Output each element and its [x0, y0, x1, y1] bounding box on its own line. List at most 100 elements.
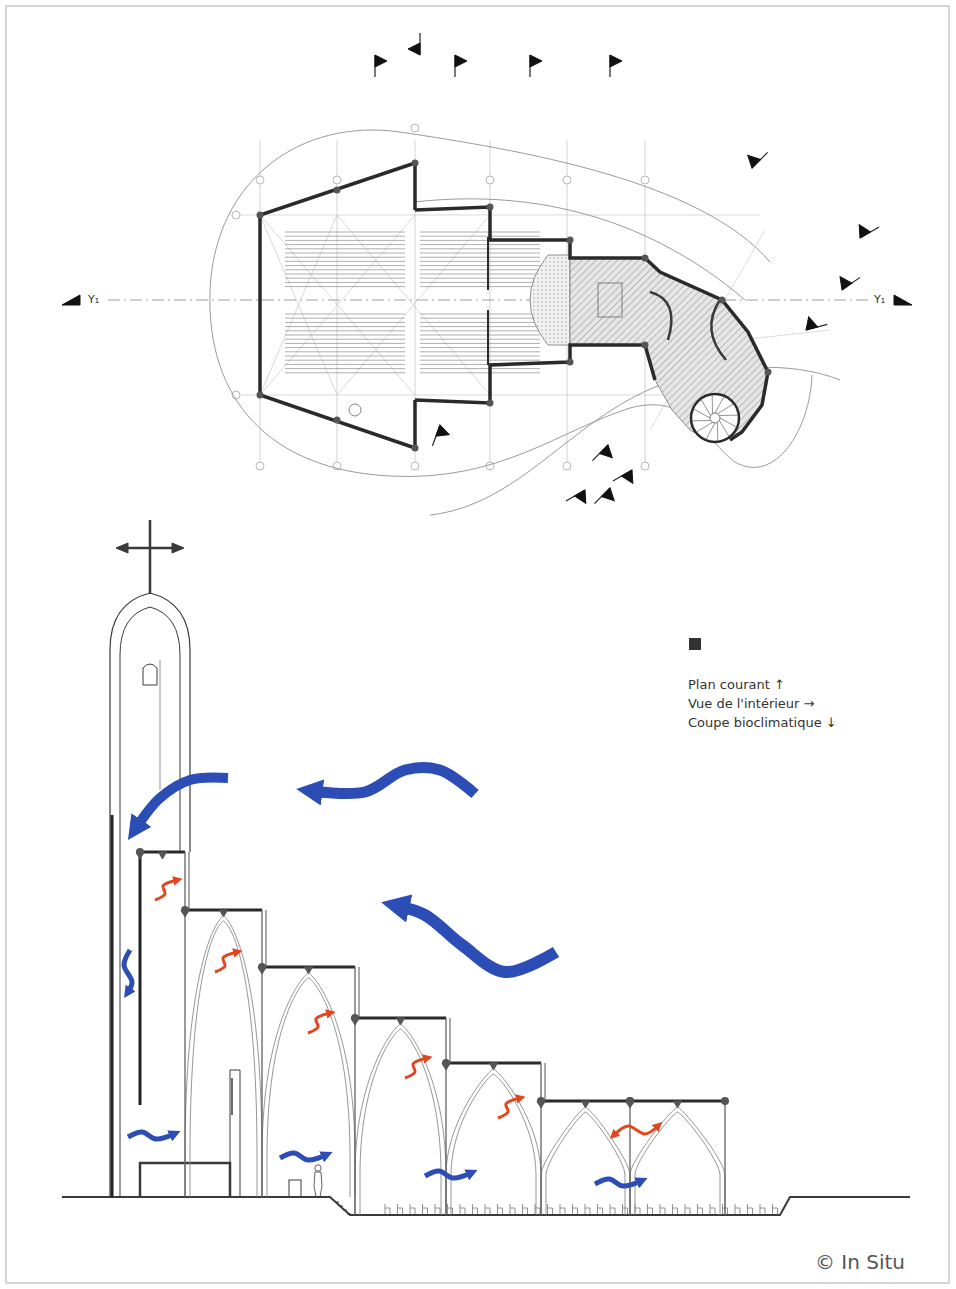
- drawing-stroke: [159, 852, 167, 859]
- drawing-stroke: [622, 470, 638, 486]
- drawing-stroke: [803, 315, 818, 330]
- drawing-stroke: [629, 1101, 630, 1215]
- drawing-stroke: [626, 1097, 634, 1105]
- drawing-stroke: [425, 1171, 471, 1178]
- drawing-stroke: [375, 55, 387, 77]
- drawing-stroke: [420, 351, 540, 352]
- drawing-stroke: [62, 295, 80, 305]
- drawing-stroke: [266, 910, 267, 967]
- drawing-stroke: [260, 215, 415, 395]
- drawing-stroke: [486, 176, 494, 184]
- drawing-stroke: [398, 906, 556, 972]
- drawing-stroke: [360, 1029, 441, 1215]
- drawing-stroke: [285, 347, 405, 348]
- drawing-stroke: [575, 490, 591, 506]
- drawing-stroke: [260, 215, 337, 395]
- drawing-stroke: [415, 207, 768, 372]
- drawing-stroke: [420, 282, 540, 283]
- drawing-stroke: [337, 215, 490, 395]
- drawing-stroke: [420, 286, 540, 287]
- drawing-stroke: [610, 55, 622, 77]
- drawing-stroke: [420, 232, 540, 233]
- drawing-stroke: [744, 151, 761, 168]
- drawing-stroke: [285, 335, 405, 336]
- section-mark: Y₁: [86, 293, 101, 306]
- drawing-stroke: [385, 1204, 390, 1214]
- drawing-stroke: [490, 140, 491, 470]
- drawing-stroke: [585, 1204, 590, 1214]
- drawing-stroke: [354, 967, 355, 1215]
- drawing-stroke: [498, 1098, 520, 1118]
- drawing-stroke: [285, 372, 405, 373]
- drawing-stroke: [642, 255, 649, 262]
- drawing-stroke: [285, 248, 405, 249]
- drawing-stroke: [411, 462, 419, 470]
- drawing-stroke: [635, 1112, 720, 1215]
- drawing-stroke: [563, 462, 571, 470]
- drawing-stroke: [285, 326, 405, 327]
- drawing-stroke: [261, 910, 262, 1197]
- drawing-stroke: [124, 950, 132, 992]
- drawing-stroke: [256, 176, 264, 184]
- drawing-stroke: [510, 1204, 515, 1214]
- drawing-stroke: [420, 326, 540, 327]
- drawing-stroke: [744, 144, 768, 168]
- drawing-stroke: [412, 445, 419, 452]
- drawing-stroke: [62, 1197, 910, 1215]
- drawing-stroke: [231, 1078, 233, 1115]
- drawing-stroke: [420, 269, 540, 270]
- drawing-stroke: [334, 187, 341, 194]
- drawing-stroke: [436, 425, 451, 440]
- drawing-stroke: [184, 852, 185, 1197]
- section-mark: Y₁: [872, 293, 887, 306]
- drawing-stroke: [719, 421, 729, 437]
- drawing-stroke: [455, 55, 467, 67]
- drawing-stroke: [190, 921, 257, 1197]
- drawing-stroke: [697, 422, 713, 432]
- drawing-stroke: [486, 462, 494, 470]
- drawing-stroke: [592, 445, 616, 469]
- drawing-stroke: [724, 1101, 725, 1215]
- drawing-stroke: [230, 1070, 240, 1197]
- drawing-stroke: [626, 1097, 634, 1105]
- drawing-stroke: [420, 248, 540, 249]
- drawing-stroke: [567, 237, 574, 244]
- drawing-stroke: [420, 274, 540, 275]
- drawing-stroke: [285, 364, 405, 365]
- drawing-stroke: [405, 1058, 427, 1078]
- drawing-stroke: [450, 1018, 451, 1063]
- drawing-stroke: [285, 282, 405, 283]
- drawing-stroke: [232, 211, 240, 219]
- drawing-stroke: [139, 852, 142, 1105]
- drawing-stroke: [685, 1204, 690, 1214]
- drawing-stroke: [285, 261, 405, 262]
- drawing-stroke: [111, 815, 114, 1197]
- drawing-stroke: [541, 1107, 630, 1215]
- drawing-stroke: [420, 330, 540, 331]
- drawing-stroke: [530, 55, 542, 67]
- drawing-stroke: [136, 848, 144, 856]
- drawing-stroke: [423, 1204, 428, 1214]
- drawing-stroke: [573, 1204, 578, 1214]
- drawing-stroke: [455, 55, 467, 77]
- drawing-stroke: [546, 1112, 625, 1215]
- drawing-stroke: [420, 368, 540, 369]
- drawing-stroke: [262, 973, 355, 1197]
- drawing-stroke: [602, 488, 619, 505]
- drawing-stroke: [835, 273, 852, 290]
- drawing-stroke: [343, 1210, 347, 1211]
- drawing-stroke: [854, 222, 870, 238]
- drawing-stroke: [280, 1153, 326, 1160]
- drawing-stroke: [630, 1107, 725, 1215]
- drawing-stroke: [312, 768, 475, 794]
- drawing-stroke: [285, 360, 405, 361]
- drawing-stroke: [420, 278, 540, 279]
- drawing-stroke: [835, 268, 860, 290]
- drawing-stroke: [420, 314, 540, 315]
- drawing-stroke: [446, 1069, 541, 1215]
- drawing-stroke: [420, 322, 540, 323]
- copyright: © In Situ: [815, 1250, 905, 1274]
- drawing-stroke: [773, 1204, 778, 1214]
